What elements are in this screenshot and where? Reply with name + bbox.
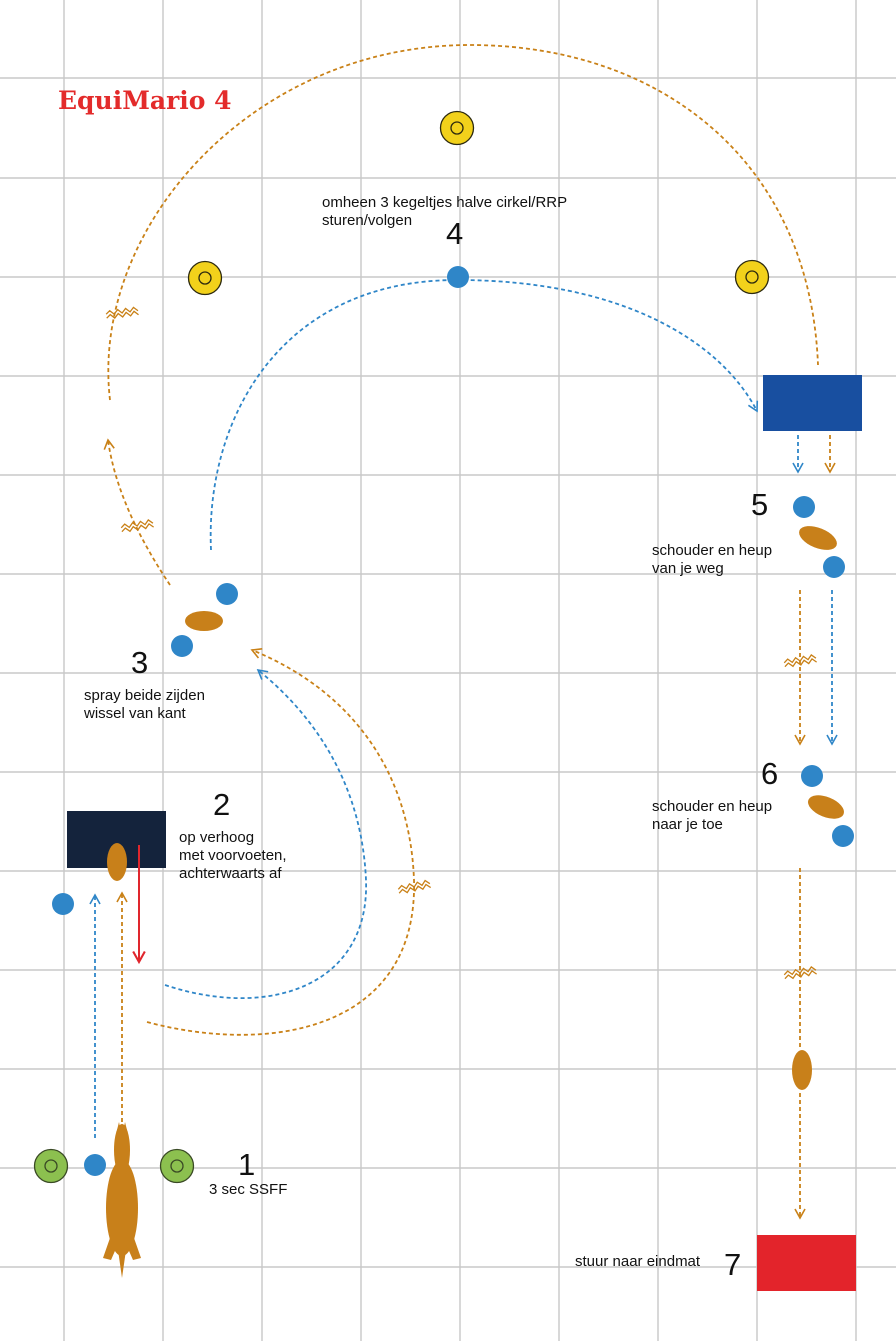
horse-top-view-icon [103, 1122, 141, 1278]
cone-icon [33, 1148, 69, 1184]
blue-dot-handler-icon [823, 556, 845, 578]
orange-oval-horse-icon [799, 526, 837, 550]
zigzag-trot-icon [120, 519, 154, 533]
blue-dot-handler-icon [447, 266, 469, 288]
station-4-number: 4 [446, 216, 464, 251]
cone-icon [159, 1148, 195, 1184]
blue-dot-handler-icon [216, 583, 238, 605]
station-2-label: op verhoog met voorvoeten, achterwaarts … [179, 829, 287, 882]
blue-dot-handler-icon [84, 1154, 106, 1176]
diagram-title: EquiMario 4 [58, 86, 232, 115]
station-4-label: omheen 3 kegeltjes halve cirkel/RRP stur… [322, 194, 568, 229]
station-6-number: 6 [761, 756, 779, 791]
station-1-number: 1 [238, 1147, 256, 1182]
orange-oval-horse-icon [107, 843, 127, 881]
blue-mat [763, 375, 862, 431]
station-1-label: 3 sec SSFF [209, 1181, 288, 1198]
zigzag-trot-icon [783, 654, 817, 668]
blue-dot-handler-icon [793, 496, 815, 518]
station-3-number: 3 [131, 645, 149, 680]
handler-path-arc [209, 279, 759, 551]
station-7-number: 7 [724, 1247, 742, 1282]
zigzag-trot-icon [783, 966, 817, 980]
blue-dot-handler-icon [832, 825, 854, 847]
horse-path-circle [146, 647, 415, 1036]
zigzag-trot-icon [105, 306, 139, 319]
station-5-number: 5 [751, 487, 769, 522]
orange-oval-horse-icon [185, 611, 223, 631]
station-7-label: stuur naar eindmat [575, 1253, 701, 1270]
handler-path-circle [164, 668, 367, 999]
horse-path-outer-arc [107, 44, 819, 401]
cone-icon [734, 259, 770, 295]
horse-path-up [103, 438, 171, 586]
orange-oval-horse-icon [792, 1050, 812, 1090]
station-5-label: schouder en heup van je weg [652, 542, 773, 577]
station-2-number: 2 [213, 787, 231, 822]
zigzag-trot-icon [397, 879, 432, 894]
end-mat [757, 1235, 856, 1291]
blue-dot-handler-icon [801, 765, 823, 787]
station-3-label: spray beide zijden wissel van kant [84, 687, 205, 722]
orange-oval-horse-icon [807, 795, 845, 819]
cone-icon [439, 110, 475, 146]
blue-dot-handler-icon [52, 893, 74, 915]
blue-dot-handler-icon [171, 635, 193, 657]
cone-icon [187, 260, 223, 296]
station-6-label: schouder en heup naar je toe [652, 798, 773, 833]
